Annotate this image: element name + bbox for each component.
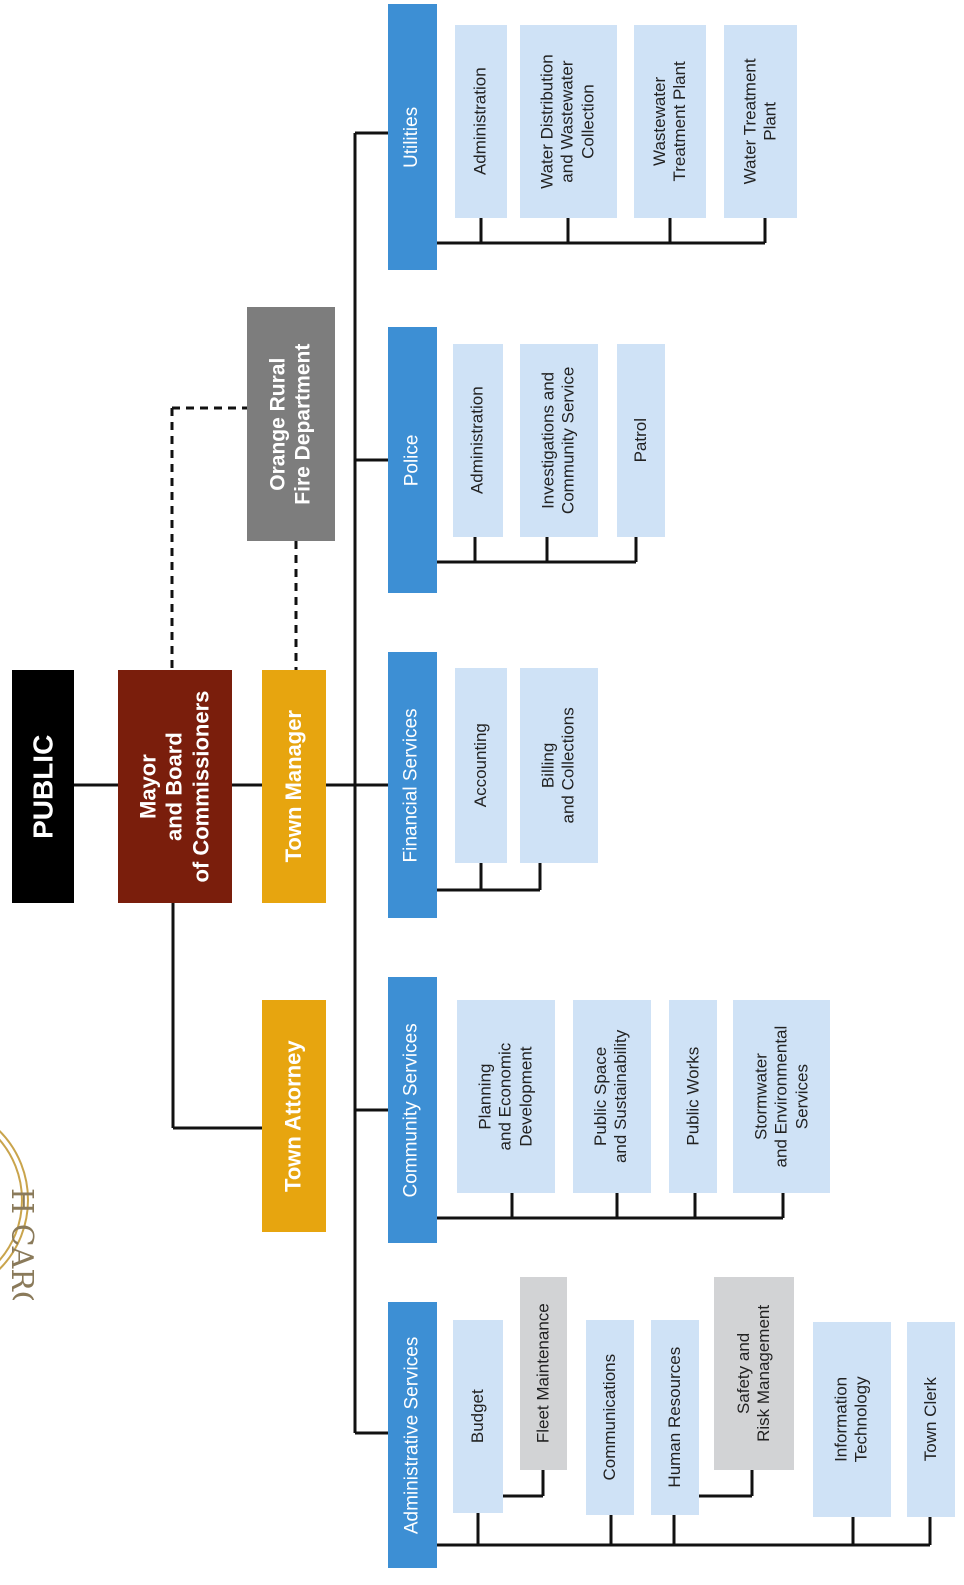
mayor-board-label: Mayor and Board of Commissioners: [135, 690, 214, 883]
public-node: PUBLIC: [12, 670, 74, 903]
unit-box: Stormwater and Environmental Services: [733, 1000, 830, 1193]
unit-box: Town Clerk: [907, 1322, 955, 1517]
unit-label: Public Works: [682, 1047, 702, 1146]
unit-box: Communications: [586, 1320, 634, 1515]
unit-label: Administration: [467, 386, 487, 495]
unit-label: Water Distribution and Wastewater Collec…: [537, 54, 598, 189]
town-seal-icon: H CARO: [0, 1130, 39, 1300]
dept-police: Police: [388, 327, 437, 593]
unit-label: Patrol: [630, 418, 650, 463]
unit-label: Town Clerk: [920, 1377, 940, 1462]
public-label: PUBLIC: [27, 734, 59, 839]
unit-box: Public Space and Sustainability: [573, 1000, 651, 1193]
unit-label: Planning and Economic Development: [475, 1042, 536, 1151]
unit-box-external: Safety and Risk Management: [714, 1277, 794, 1470]
fire-department-node: Orange Rural Fire Department: [247, 307, 335, 541]
seal-text: H CARO: [4, 1188, 39, 1300]
unit-label: Wastewater Treatment Plant: [649, 61, 689, 182]
town-attorney-label: Town Attorney: [280, 1040, 306, 1192]
unit-label: Safety and Risk Management: [733, 1304, 774, 1443]
unit-label: Investigations and Community Service: [538, 366, 578, 515]
unit-label: Communications: [599, 1354, 619, 1481]
dept-utilities-label: Utilities: [401, 106, 423, 168]
dept-financial-label: Financial Services: [401, 707, 423, 863]
unit-box: Human Resources: [651, 1320, 699, 1515]
unit-label: Stormwater and Environmental Services: [750, 1025, 811, 1168]
unit-label: Budget: [467, 1389, 487, 1444]
dept-administrative-label: Administrative Services: [401, 1336, 423, 1534]
town-manager-node: Town Manager: [262, 670, 326, 903]
unit-label: Public Space and Sustainability: [591, 1029, 632, 1164]
unit-label: Human Resources: [664, 1347, 684, 1488]
dept-community-services: Community Services: [388, 977, 437, 1243]
dept-financial-services: Financial Services: [388, 652, 437, 918]
town-manager-label: Town Manager: [280, 710, 306, 863]
town-attorney-node: Town Attorney: [262, 1000, 326, 1232]
unit-label: Information Technology: [831, 1376, 872, 1463]
unit-box: Water Treatment Plant: [724, 25, 797, 218]
unit-box: Accounting: [455, 668, 507, 863]
unit-box: Water Distribution and Wastewater Collec…: [520, 25, 617, 218]
unit-box: Wastewater Treatment Plant: [634, 25, 706, 218]
unit-label: Accounting: [470, 723, 490, 808]
unit-box: Information Technology: [813, 1322, 891, 1517]
dept-administrative-services: Administrative Services: [388, 1302, 437, 1568]
unit-label: Billing and Collections: [538, 707, 578, 824]
unit-label: Water Treatment Plant: [740, 58, 780, 185]
dept-utilities: Utilities: [388, 4, 437, 270]
dept-community-label: Community Services: [401, 1022, 423, 1198]
unit-box: Administration: [455, 25, 507, 218]
unit-box: Patrol: [617, 344, 665, 537]
unit-box: Administration: [453, 344, 503, 537]
unit-label: Fleet Maintenance: [533, 1303, 553, 1444]
unit-box: Planning and Economic Development: [457, 1000, 555, 1193]
unit-box-external: Fleet Maintenance: [520, 1277, 567, 1470]
fire-department-label: Orange Rural Fire Department: [266, 343, 316, 505]
unit-box: Public Works: [669, 1000, 717, 1193]
unit-box: Investigations and Community Service: [520, 344, 598, 537]
unit-box: Budget: [453, 1320, 503, 1513]
mayor-board-node: Mayor and Board of Commissioners: [118, 670, 232, 903]
unit-box: Billing and Collections: [520, 668, 598, 863]
unit-label: Administration: [470, 67, 490, 176]
dept-police-label: Police: [401, 434, 423, 486]
